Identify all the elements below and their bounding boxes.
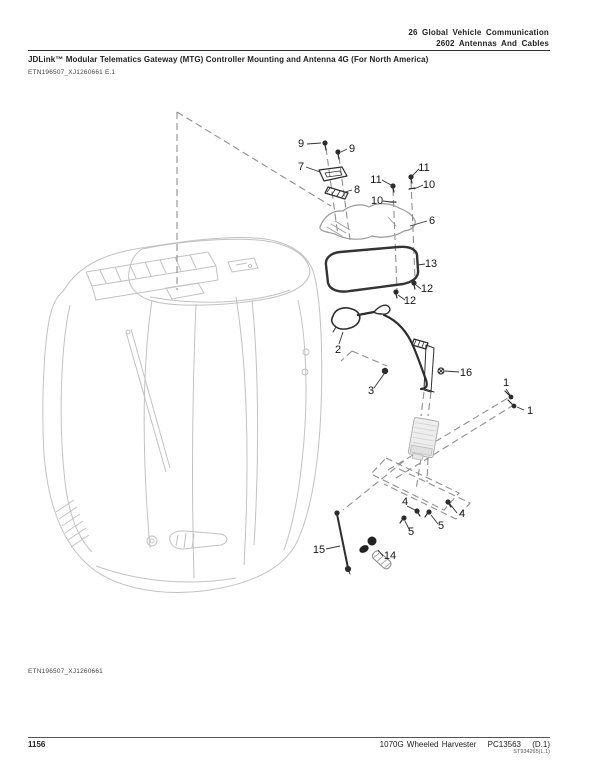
section-subtitle: 2602 Antennas And Cables: [436, 39, 549, 48]
footer-sub-reference: ST934265(L.1): [513, 749, 550, 755]
cable-bracket: [411, 338, 435, 393]
callout-label: 16: [460, 367, 472, 379]
screw-3: [381, 367, 389, 375]
callout-label: 6: [429, 215, 435, 227]
callout-label: 11: [370, 174, 381, 186]
screw-12b: [393, 289, 399, 299]
screw-4b: [445, 499, 452, 508]
cover-seal: [324, 245, 420, 293]
callout-label: 15: [313, 544, 325, 556]
cab-body-outline: [42, 236, 323, 593]
page-title: JDLink™ Modular Telematics Gateway (MTG)…: [28, 55, 429, 64]
callout-label: 9: [298, 138, 304, 150]
callout-label: 5: [438, 520, 444, 532]
antenna-mount: [359, 536, 392, 570]
handle: [146, 530, 228, 550]
antenna-cable: [382, 313, 428, 391]
callout-label: 10: [371, 195, 383, 207]
callout-label: 4: [402, 496, 408, 508]
callout-label: 12: [421, 283, 433, 295]
roof-hatch-detail: [227, 257, 259, 273]
screw-9a: [322, 140, 328, 151]
screw-4a: [414, 508, 421, 517]
footer-publication: 1070G Wheeled Harvester PC13563 (D.1): [372, 740, 550, 749]
model-name: 1070G Wheeled Harvester: [379, 740, 477, 749]
callout-label: 13: [425, 258, 437, 270]
roof-mount-plate: [165, 282, 205, 300]
whip-antenna: [334, 510, 352, 575]
header-rule: [28, 50, 550, 52]
screw-16: [437, 367, 445, 375]
callout-leaders: [305, 142, 525, 557]
figure-reference: ETN196507_XJ1260661: [28, 668, 103, 675]
callout-label: 11: [418, 162, 429, 174]
mounting-plate: [318, 166, 348, 182]
callout-label: 1: [503, 377, 509, 389]
callout-label: 10: [423, 179, 435, 191]
mtg-controller: [407, 417, 440, 461]
screw-5a: [399, 515, 407, 524]
callout-label: 5: [408, 526, 414, 538]
callout-label: 2: [335, 344, 341, 356]
footer-rule: [28, 737, 550, 738]
screw-11a: [390, 183, 396, 193]
callout-labels: 9 9 7 8 11 11 10 10 6 13 12 12 2 3 16 1 …: [298, 138, 533, 562]
callout-label: 9: [349, 143, 355, 155]
explosion-dashed-lines: [176, 111, 513, 520]
exploded-parts: [318, 140, 517, 575]
screw-5b: [424, 509, 432, 518]
callout-label: 12: [404, 295, 416, 307]
callout-label: 7: [298, 161, 304, 173]
cab-roof-plane: [128, 238, 311, 306]
gasket-strip: [324, 186, 349, 200]
screw-12a: [411, 280, 417, 290]
gps-antenna: [330, 304, 428, 391]
cab-wireframe: [42, 236, 323, 593]
grille: [55, 499, 90, 548]
revision: (D.1): [532, 740, 550, 749]
callout-label: 14: [384, 550, 396, 562]
antenna-cover: [319, 203, 416, 240]
screw-1b: [507, 399, 517, 409]
screw-9b: [335, 149, 341, 160]
doc-reference: ETN196507_XJ1260661 E.1: [28, 69, 116, 76]
callout-label: 3: [368, 385, 374, 397]
callout-label: 8: [354, 184, 360, 196]
catalog-number: PC13563: [487, 740, 521, 749]
section-header: 26 Global Vehicle Communication 2602 Ant…: [408, 27, 549, 49]
screw-1a: [504, 390, 514, 400]
wiper: [125, 328, 171, 473]
callout-label: 1: [527, 405, 533, 417]
callout-label: 4: [459, 508, 465, 520]
section-title: 26 Global Vehicle Communication: [408, 28, 549, 37]
washer-10b: [408, 187, 416, 190]
roof-rack: [85, 251, 219, 301]
page-number: 1156: [28, 740, 46, 749]
